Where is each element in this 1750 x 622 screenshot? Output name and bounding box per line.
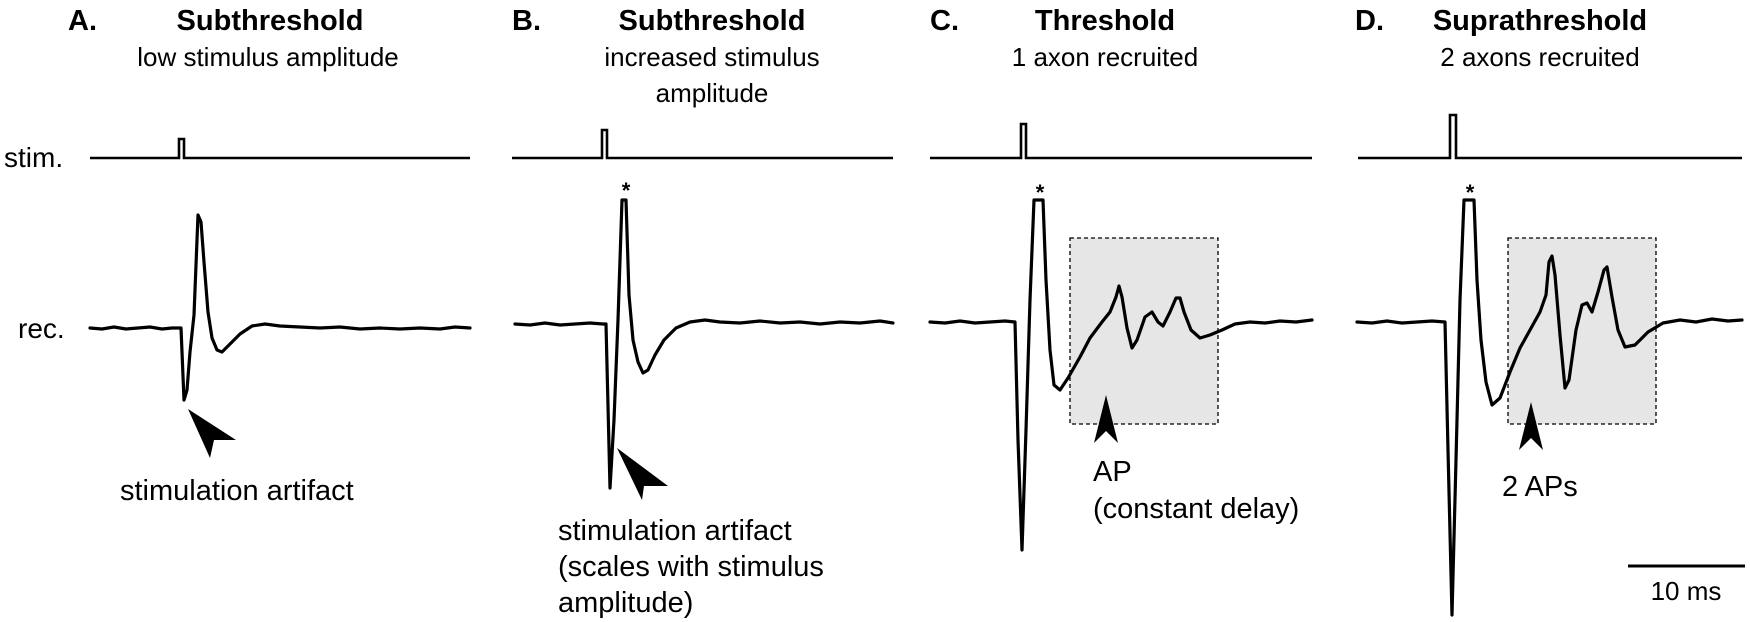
arrowhead-icon (1094, 395, 1118, 443)
ap-highlight-box (1069, 237, 1219, 425)
panel-d: D. Suprathreshold 2 axons recruited * 2 … (1355, 5, 1744, 617)
annotation-sublabel: (scales with stimulus (558, 551, 824, 583)
arrowhead-icon (188, 409, 236, 458)
annotation-sublabel: amplitude) (558, 587, 693, 619)
panel-subtitle: 1 axon recruited (1012, 42, 1198, 72)
recording-trace (513, 198, 895, 490)
panel-title: Threshold (1035, 5, 1175, 37)
stimulus-trace (512, 128, 893, 160)
panel-a: A. Subthreshold low stimulus amplitude s… (68, 5, 472, 507)
peak-asterisk: * (1036, 180, 1045, 205)
recording-trace (1355, 198, 1744, 617)
panel-title: Suprathreshold (1433, 5, 1647, 37)
annotation-sublabel: (constant delay) (1093, 493, 1299, 525)
annotation-label: 2 APs (1502, 471, 1578, 503)
panel-title: Subthreshold (619, 5, 806, 37)
panel-subtitle: increased stimulus (604, 42, 819, 72)
annotation-label: AP (1093, 456, 1132, 488)
panel-subtitle: low stimulus amplitude (137, 42, 399, 72)
panel-c: C. Threshold 1 axon recruited * AP (cons… (928, 5, 1314, 552)
stimulus-trace (930, 122, 1312, 160)
rec-row-label: rec. (18, 313, 65, 344)
scale-bar-label: 10 ms (1651, 576, 1722, 606)
panel-subtitle: 2 axons recruited (1440, 42, 1639, 72)
recording-trace (88, 213, 472, 402)
panel-letter: A. (68, 5, 97, 37)
peak-asterisk: * (1466, 180, 1475, 205)
stim-row-label: stim. (4, 142, 63, 173)
panel-letter: D. (1355, 5, 1384, 37)
arrowhead-icon (617, 448, 668, 500)
scale-bar: 10 ms (1628, 564, 1745, 606)
stimulus-trace (1358, 113, 1742, 160)
panel-letter: C. (930, 5, 959, 37)
peak-asterisk: * (622, 178, 631, 203)
panel-subtitle: amplitude (656, 78, 769, 108)
annotation-label: stimulation artifact (558, 515, 792, 547)
annotation-label: stimulation artifact (120, 475, 354, 507)
panel-title: Subthreshold (177, 5, 364, 37)
panel-b: B. Subthreshold increased stimulus ampli… (512, 5, 895, 619)
stimulus-trace (90, 137, 470, 160)
arrowhead-icon (1519, 402, 1543, 450)
panel-letter: B. (512, 5, 541, 37)
ap-highlight-box (1507, 237, 1657, 425)
recording-trace (928, 198, 1314, 552)
